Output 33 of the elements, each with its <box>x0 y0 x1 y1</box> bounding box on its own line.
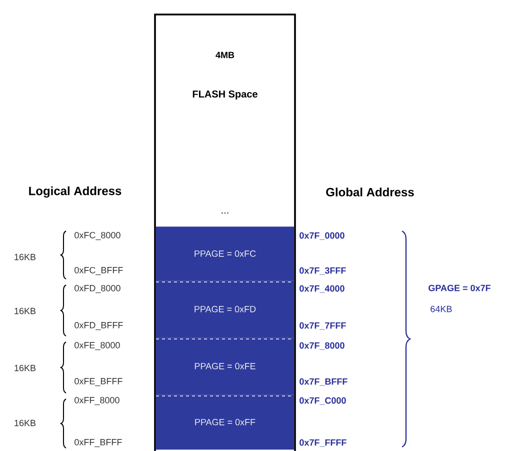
node-label: PPAGE = 0xFE <box>194 362 256 370</box>
page-band: PPAGE = 0xFC <box>156 226 294 281</box>
page-band: PPAGE = 0xFF <box>156 394 294 450</box>
address-label: 0x7F_8000 <box>300 342 344 350</box>
heading: Logical Address <box>29 186 122 198</box>
address-label: 0x7F_3FFF <box>300 267 346 275</box>
address-label: 0x7F_C000 <box>300 397 346 405</box>
node-label: PPAGE = 0xFD <box>194 306 256 312</box>
address-label: 0xFE_BFFF <box>74 378 122 386</box>
page-band: PPAGE = 0xFD <box>156 280 294 338</box>
address-label: 0xFF_8000 <box>74 396 120 406</box>
size-label: 16KB <box>14 254 36 260</box>
size-label: 16KB <box>14 308 36 314</box>
address-label: 0xFD_8000 <box>74 284 120 294</box>
address-label: 0xFE_8000 <box>74 342 120 350</box>
box-title: ... <box>222 212 228 214</box>
address-label: 0x7F_7FFF <box>300 322 346 330</box>
page-label: GPAGE = 0x7F <box>428 284 490 292</box>
node-label: PPAGE = 0xFF <box>195 418 256 426</box>
address-label: 0x7F_BFFF <box>300 378 348 386</box>
address-label: 0xFC_BFFF <box>74 266 123 276</box>
box-title: 4MB <box>216 52 234 58</box>
size-label: 64KB <box>430 306 452 312</box>
size-label: 16KB <box>14 364 36 372</box>
memory-box <box>154 14 296 451</box>
page-band: PPAGE = 0xFE <box>156 338 294 395</box>
box-title: FLASH Space <box>192 90 258 100</box>
address-label: 0xFD_BFFF <box>74 322 123 330</box>
address-label: 0x7F_4000 <box>300 285 344 293</box>
heading: Global Address <box>326 188 414 196</box>
address-label: 0xFC_8000 <box>74 232 120 240</box>
size-label: 16KB <box>14 420 36 426</box>
address-label: 0xFF_BFFF <box>74 438 122 448</box>
